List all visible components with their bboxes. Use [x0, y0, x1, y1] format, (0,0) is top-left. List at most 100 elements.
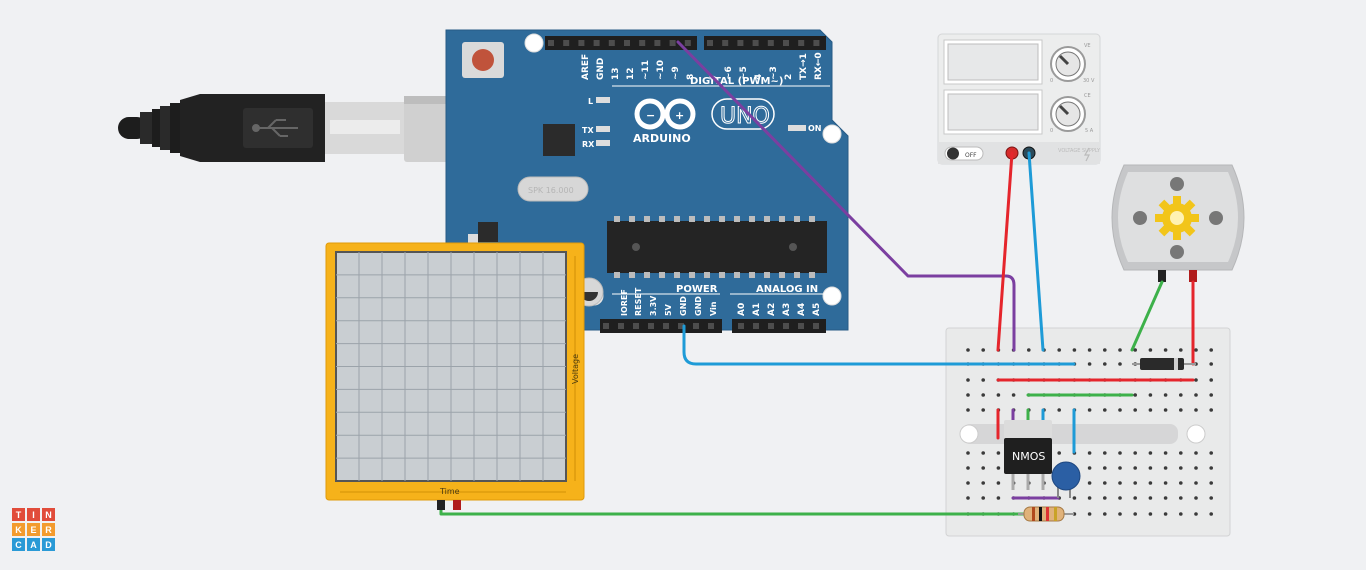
breadboard-hole[interactable] [1057, 451, 1061, 455]
digital-header-hole[interactable] [707, 40, 713, 46]
breadboard-hole[interactable] [1163, 348, 1168, 352]
breadboard-hole[interactable] [1118, 466, 1122, 470]
green-wire-scope-probe[interactable] [439, 506, 1034, 516]
breadboard-hole[interactable] [981, 451, 985, 455]
breadboard-hole[interactable] [1103, 481, 1107, 485]
breadboard-hole[interactable] [1163, 393, 1168, 397]
breadboard-hole[interactable] [1087, 496, 1092, 500]
breadboard-hole[interactable] [1027, 348, 1031, 352]
digital-header-hole[interactable] [684, 40, 691, 46]
breadboard-hole[interactable] [1194, 451, 1198, 455]
breadboard-hole[interactable] [981, 408, 985, 412]
breadboard-hole[interactable] [1148, 496, 1153, 500]
analog-header-hole[interactable] [753, 323, 759, 329]
breadboard-hole[interactable] [1194, 512, 1198, 516]
breadboard-hole[interactable] [966, 466, 970, 470]
blue-wire-gnd[interactable] [682, 324, 1076, 366]
breadboard-hole[interactable] [1148, 466, 1153, 470]
digital-header-hole[interactable] [639, 40, 646, 46]
breadboard-hole[interactable] [1057, 348, 1061, 352]
breadboard-hole[interactable] [1118, 481, 1122, 485]
digital-header-hole[interactable] [563, 40, 570, 46]
red-wire-supply-positive[interactable] [996, 151, 1014, 352]
digital-header-hole[interactable] [548, 40, 554, 46]
power-header-hole[interactable] [663, 323, 669, 329]
digital-header-hole[interactable] [608, 40, 615, 46]
blue-wire-supply-negative[interactable] [1027, 151, 1045, 352]
breadboard-hole[interactable] [1179, 451, 1183, 455]
breadboard-hole[interactable] [1179, 393, 1183, 397]
breadboard-hole[interactable] [981, 393, 985, 397]
breadboard-hole[interactable] [1163, 466, 1168, 470]
breadboard-hole[interactable] [1209, 451, 1213, 455]
breadboard-hole[interactable] [966, 393, 970, 397]
breadboard-hole[interactable] [981, 466, 985, 470]
breadboard-hole[interactable] [1209, 393, 1213, 397]
breadboard-hole[interactable] [1179, 512, 1183, 516]
power-header-hole[interactable] [603, 323, 609, 329]
breadboard-hole[interactable] [1133, 408, 1137, 412]
digital-header-hole[interactable] [624, 40, 630, 46]
breadboard-hole[interactable] [1087, 408, 1092, 412]
breadboard-hole[interactable] [1209, 496, 1213, 500]
power-header-hole[interactable] [693, 323, 699, 329]
green-wire-motor[interactable] [1130, 280, 1164, 352]
breadboard-hole[interactable] [966, 496, 970, 500]
breadboard-hole[interactable] [981, 496, 985, 500]
breadboard-hole[interactable] [1133, 466, 1137, 470]
purple-wire-pin9[interactable] [676, 40, 1016, 352]
breadboard-hole[interactable] [1103, 466, 1107, 470]
breadboard-hole[interactable] [1072, 348, 1077, 352]
power-header-hole[interactable] [648, 323, 654, 329]
breadboard-hole[interactable] [1194, 378, 1198, 382]
breadboard-hole[interactable] [1118, 362, 1122, 366]
power-supply[interactable]: VE CE 30 V 5 A 0 0 OFF VOLTAGE SUPPLY [937, 33, 1101, 165]
breadboard-hole[interactable] [1148, 408, 1153, 412]
breadboard-hole[interactable] [1133, 512, 1137, 516]
breadboard-hole[interactable] [1087, 362, 1092, 366]
breadboard-hole[interactable] [1179, 348, 1183, 352]
breadboard-hole[interactable] [1103, 512, 1107, 516]
breadboard-hole[interactable] [1209, 512, 1213, 516]
breadboard-hole[interactable] [1087, 481, 1092, 485]
breadboard-hole[interactable] [1179, 496, 1183, 500]
digital-header-hole[interactable] [813, 40, 820, 46]
breadboard-hole[interactable] [1209, 348, 1213, 352]
breadboard-hole[interactable] [1163, 512, 1168, 516]
breadboard-hole[interactable] [1087, 451, 1092, 455]
digital-header-hole[interactable] [593, 40, 600, 46]
breadboard-hole[interactable] [1057, 408, 1061, 412]
breadboard-hole[interactable] [1118, 451, 1122, 455]
breadboard-hole[interactable] [1133, 451, 1137, 455]
breadboard-hole[interactable] [996, 393, 1001, 397]
resistor[interactable] [1018, 506, 1074, 522]
breadboard-hole[interactable] [1163, 408, 1168, 412]
breadboard-hole[interactable] [981, 378, 985, 382]
breadboard-hole[interactable] [1209, 362, 1213, 366]
nmos-transistor[interactable]: NMOS [1004, 420, 1052, 490]
breadboard-hole[interactable] [1148, 451, 1153, 455]
breadboard-hole[interactable] [966, 451, 970, 455]
digital-header-hole[interactable] [798, 40, 805, 46]
scope-probe-negative[interactable] [437, 500, 445, 510]
breadboard-hole[interactable] [1087, 348, 1092, 352]
breadboard-hole[interactable] [1148, 481, 1153, 485]
analog-header-hole[interactable] [738, 323, 744, 329]
breadboard-hole[interactable] [1118, 512, 1122, 516]
digital-header-hole[interactable] [737, 40, 744, 46]
breadboard-hole[interactable] [1103, 451, 1107, 455]
breadboard-hole[interactable] [1163, 451, 1168, 455]
breadboard-hole[interactable] [1087, 512, 1092, 516]
breadboard-hole[interactable] [1087, 466, 1092, 470]
breadboard-hole[interactable] [1118, 408, 1122, 412]
breadboard-hole[interactable] [1194, 348, 1198, 352]
breadboard-hole[interactable] [1194, 496, 1198, 500]
breadboard-hole[interactable] [981, 348, 985, 352]
breadboard-hole[interactable] [981, 481, 985, 485]
breadboard-hole[interactable] [1209, 408, 1213, 412]
digital-header-hole[interactable] [767, 40, 774, 46]
breadboard-hole[interactable] [1103, 362, 1107, 366]
breadboard-hole[interactable] [996, 451, 1001, 455]
breadboard-hole[interactable] [966, 348, 970, 352]
